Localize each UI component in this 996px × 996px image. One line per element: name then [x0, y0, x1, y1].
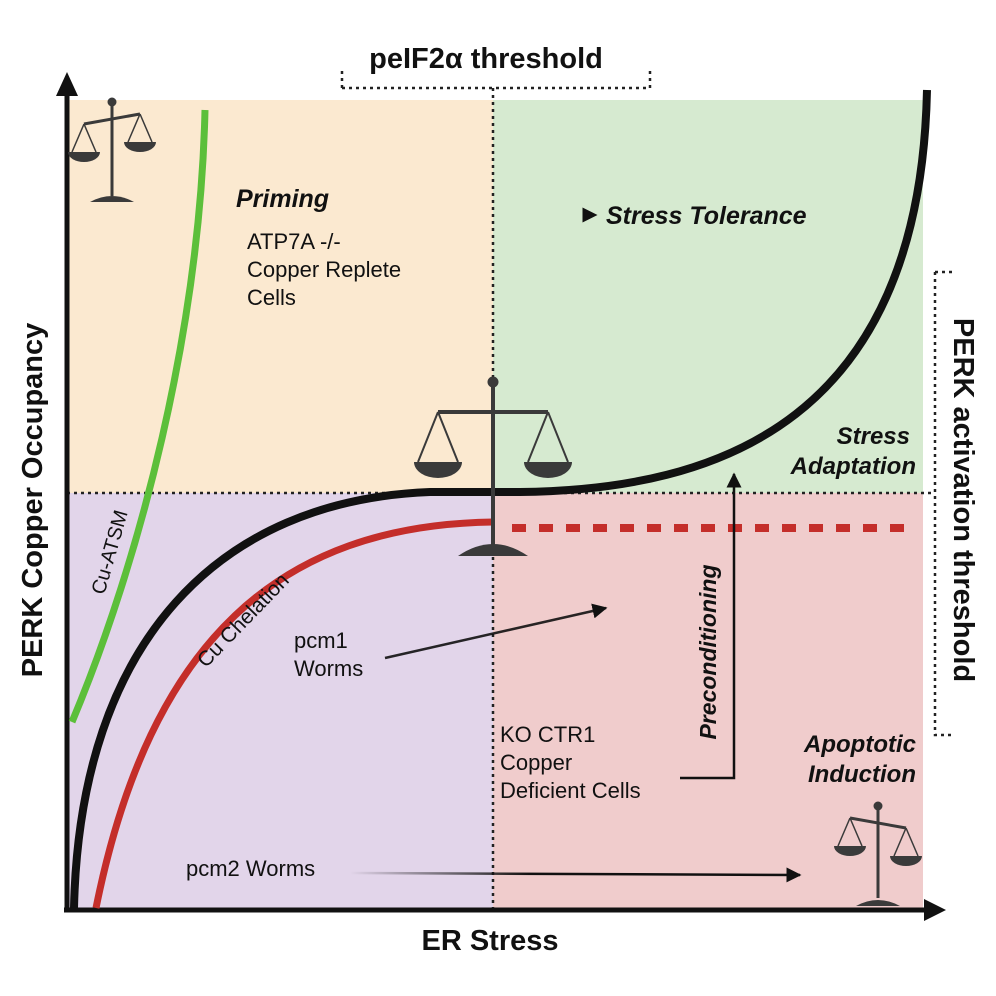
priming-title: Priming: [236, 185, 329, 213]
black-curve: [70, 89, 931, 909]
pcm1-arrow: [384, 603, 608, 660]
preconditioning-label: Preconditioning: [695, 564, 721, 739]
stress-adaptation-line-2: Adaptation: [790, 453, 916, 480]
peif2a-threshold-label: peIF2α threshold: [369, 43, 603, 75]
ctr1-line-2: Copper: [500, 750, 572, 775]
ctr1-line-1: KO CTR1: [500, 722, 595, 747]
stress-adaptation-line-1: Stress: [837, 423, 910, 450]
pcm2-arrow: [349, 867, 802, 883]
perk-activation-threshold-label: PERK activation threshold: [947, 318, 979, 682]
ctr1-line-3: Deficient Cells: [500, 778, 641, 803]
x-axis-arrowhead: [924, 899, 946, 921]
pcm1-line-2: Worms: [294, 656, 363, 681]
quadrant-bottom-right: [493, 493, 923, 909]
quadrant-top-right: [493, 100, 923, 493]
red-curve-cu-chelation: [92, 518, 494, 909]
priming-line-1: ATP7A -/-: [247, 229, 341, 254]
apoptotic-induction-line-2: Induction: [808, 761, 916, 788]
quadrant-top-left: [67, 100, 493, 493]
preconditioning-arrow: [680, 472, 742, 780]
right-threshold-bracket: [933, 270, 955, 737]
stress-tolerance-title: Stress Tolerance: [606, 202, 807, 230]
top-threshold-bracket: [340, 70, 652, 90]
priming-line-3: Cells: [247, 285, 296, 310]
pcm1-line-1: pcm1: [294, 628, 348, 653]
priming-line-2: Copper Replete: [247, 257, 401, 282]
x-axis-label: ER Stress: [421, 925, 558, 957]
balance-scale-icon: [834, 801, 922, 906]
y-axis-label: PERK Copper Occupancy: [17, 323, 49, 678]
quadrant-bottom-left: [67, 493, 493, 909]
y-axis-arrowhead: [56, 72, 78, 96]
balance-scale-icon: [68, 97, 156, 202]
green-curve-cu-atsm: [68, 109, 209, 724]
apoptotic-induction-line-1: Apoptotic: [803, 731, 916, 758]
pcm2-label: pcm2 Worms: [186, 856, 315, 881]
balance-scale-icon: [414, 376, 572, 556]
